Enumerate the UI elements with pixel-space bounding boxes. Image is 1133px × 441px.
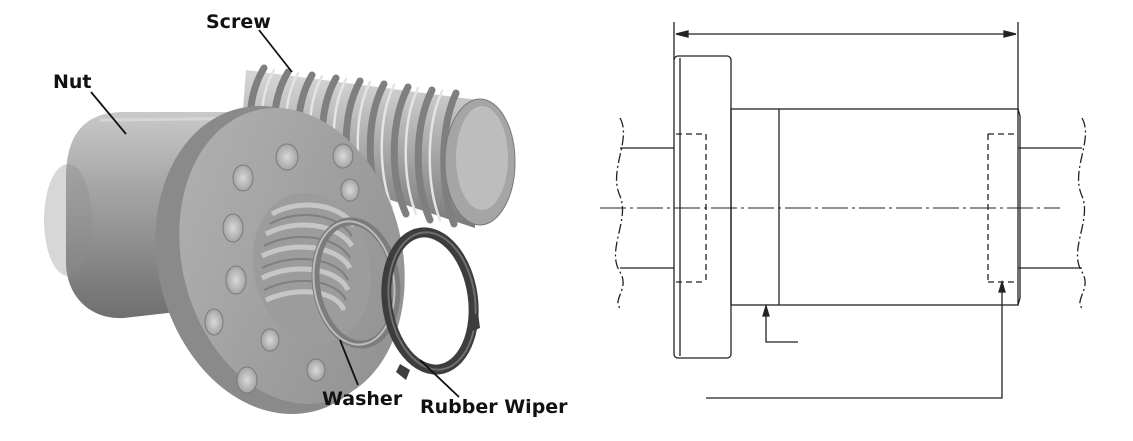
screw-shaft-right <box>1018 117 1087 309</box>
screw-label: Screw <box>206 11 271 33</box>
isometric-illustration: Screw Nut Washer Rubber Wiper <box>44 11 568 418</box>
washer-shape <box>311 217 401 349</box>
technical-drawing <box>600 22 1087 399</box>
rubber-wiper-shape <box>381 227 480 380</box>
overall-dimension-line <box>673 22 1019 110</box>
bottom-leader-lines <box>706 279 1006 399</box>
rubber-wiper-label: Rubber Wiper <box>420 396 568 418</box>
washer-label: Washer <box>322 388 403 410</box>
nut-label: Nut <box>53 71 92 93</box>
nut-body-outline <box>730 108 1019 306</box>
flange-outline <box>673 55 732 359</box>
screw-shaft-left <box>614 117 674 309</box>
label-leaders <box>90 29 460 398</box>
